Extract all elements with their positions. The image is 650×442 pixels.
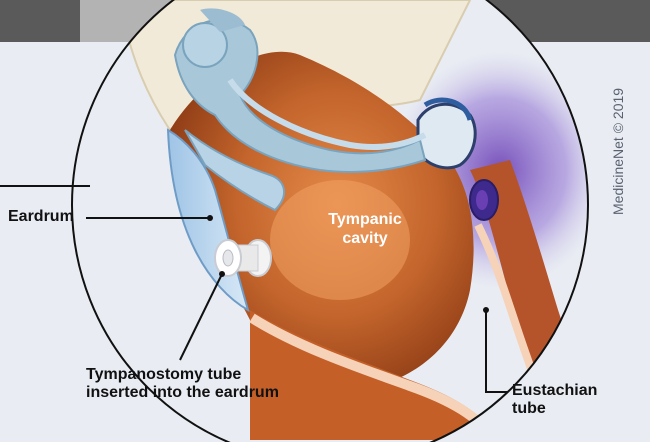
eustachian-tube-label-line1: Eustachian bbox=[512, 382, 598, 399]
incus-arm bbox=[227, 78, 427, 150]
tympanostomy-tube-label-line2: inserted into the eardrum bbox=[86, 384, 279, 401]
tympanostomy-tube-label-line1: Tympanostomy tube bbox=[86, 366, 242, 383]
magnifier-circle-outline bbox=[71, 0, 589, 442]
tympanic-cavity-label-line1: Tympanic bbox=[328, 211, 402, 228]
ossicle-chain bbox=[173, 18, 427, 173]
malleus-handle bbox=[184, 129, 285, 212]
cavity-highlight bbox=[270, 180, 410, 300]
tympanostomy-tube bbox=[214, 239, 272, 277]
malleus-head bbox=[182, 22, 228, 68]
eustachian-tube-channel bbox=[470, 160, 588, 440]
tube-leader-dot bbox=[219, 271, 225, 277]
copyright-text: MedicineNet © 2019 bbox=[610, 87, 626, 215]
eustachian-leader-line bbox=[485, 310, 508, 393]
tympanostomy-tube-label: Tympanostomy tube inserted into the eard… bbox=[86, 366, 279, 402]
eustachian-tube-label-line2: tube bbox=[512, 400, 546, 417]
oval-window-ring bbox=[423, 97, 473, 121]
eustachian-tube-label: Eustachian tube bbox=[512, 382, 597, 418]
lower-canal-edge bbox=[249, 313, 500, 442]
eustachian-leader-dot bbox=[483, 307, 489, 313]
eardrum-leader-dot bbox=[207, 215, 213, 221]
stapes-footplate bbox=[416, 102, 477, 170]
tube-leader-line bbox=[179, 273, 223, 361]
eustachian-opening-inner bbox=[476, 190, 488, 210]
eardrum-label: Eardrum bbox=[8, 208, 74, 225]
tympanic-cavity-label-line2: cavity bbox=[342, 230, 388, 247]
tympanic-cavity-label: Tympanic cavity bbox=[322, 210, 408, 248]
ossicle-top bbox=[200, 8, 245, 32]
